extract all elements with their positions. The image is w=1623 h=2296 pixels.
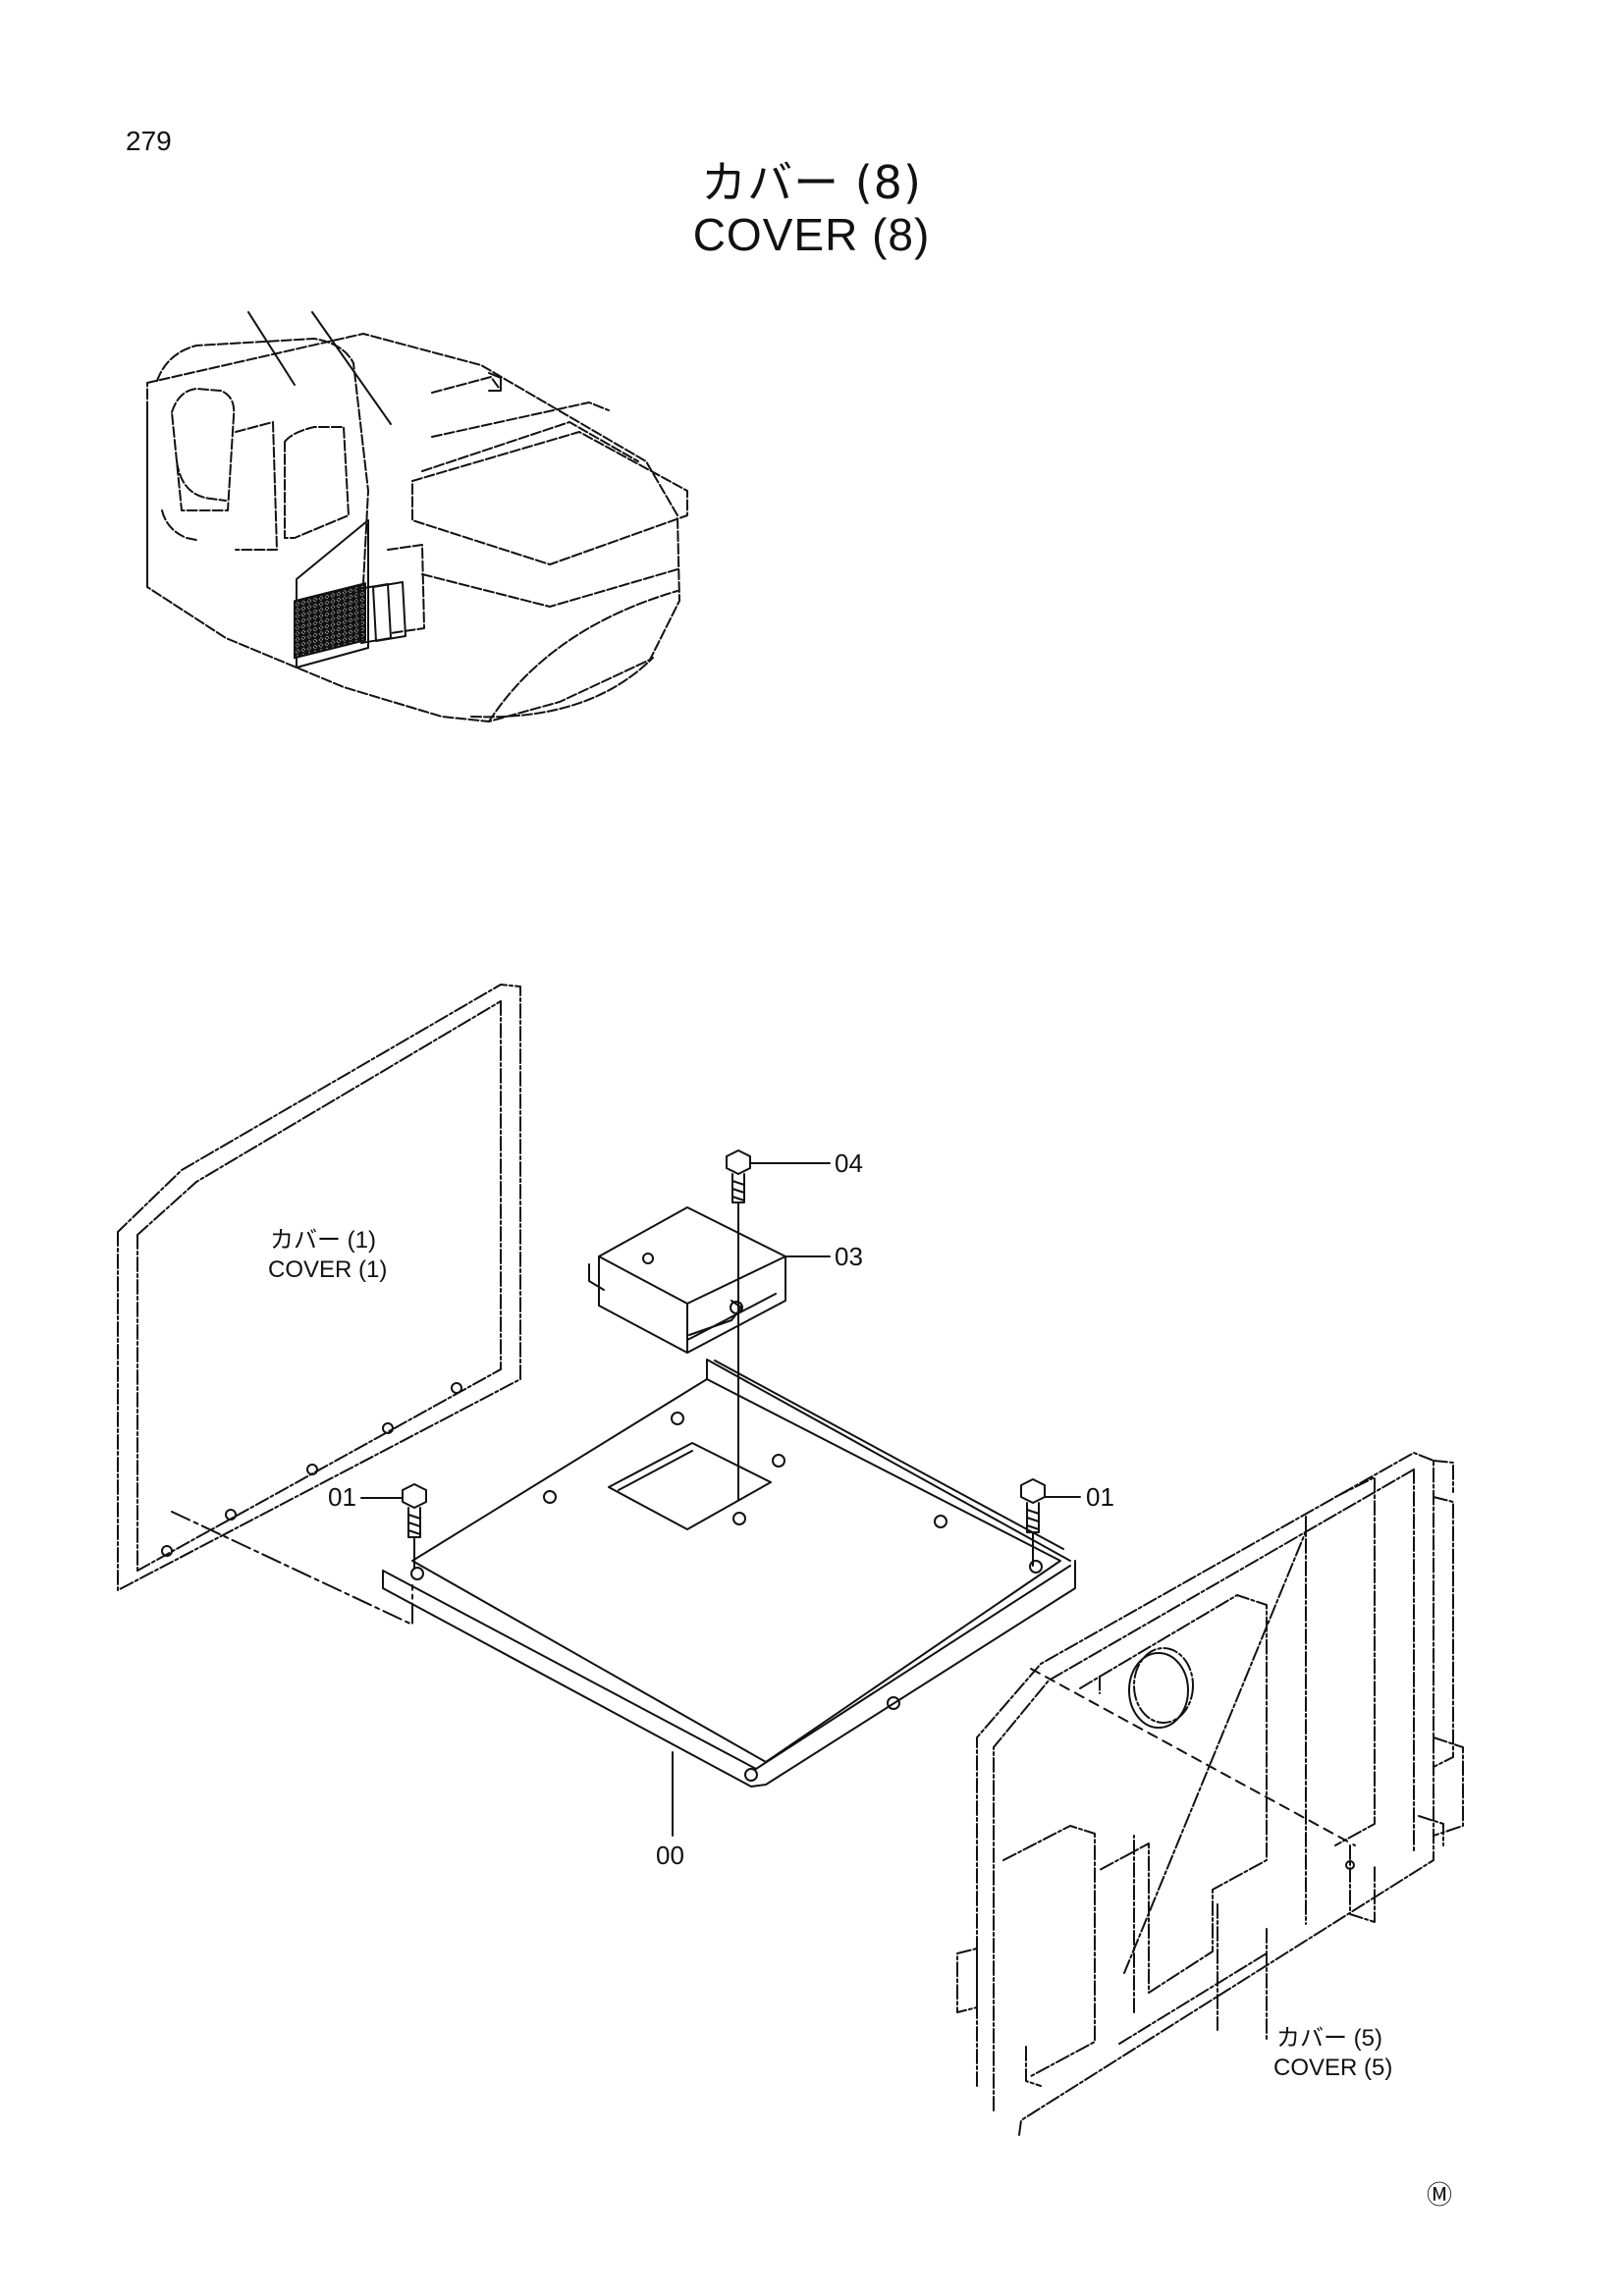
title-english: COVER (8) (692, 209, 931, 260)
title-japanese: カバー (8) (701, 156, 922, 209)
bolt-01-left (360, 1483, 427, 1570)
label-cover-5-en: COVER (5) (1273, 2055, 1393, 2081)
label-cover-1-jp: カバー (1) (270, 1227, 376, 1254)
cover-5-panel (956, 1452, 1464, 2136)
callout-00: 00 (656, 1841, 684, 1870)
cover-1-panel (117, 984, 521, 1626)
page-number: 279 (126, 126, 172, 156)
callout-01-left: 01 (328, 1482, 356, 1512)
controller-box-03 (588, 1206, 831, 1354)
label-cover-1-en: COVER (1) (268, 1256, 388, 1283)
bolt-04 (726, 1149, 831, 1501)
footer-m-mark: Ⓜ (1427, 2180, 1453, 2210)
callout-01-right: 01 (1086, 1482, 1114, 1512)
bolt-01-right (1020, 1478, 1081, 1567)
callout-03: 03 (835, 1242, 863, 1271)
cover-8-tray (382, 1359, 1076, 1837)
excavator-overview-illustration (146, 311, 688, 722)
label-cover-5-jp: カバー (5) (1276, 2025, 1382, 2052)
callout-04: 04 (835, 1148, 863, 1178)
